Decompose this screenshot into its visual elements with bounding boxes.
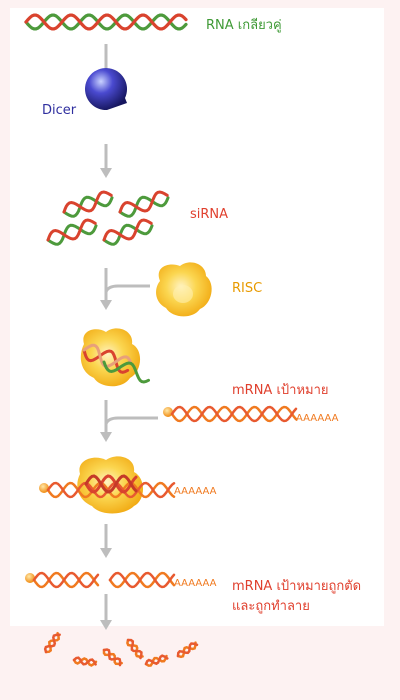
- target-mrna-label: mRNA เป้าหมาย: [232, 383, 329, 398]
- fragment-2: [72, 656, 98, 667]
- target-cap-bead: [163, 407, 173, 417]
- sirna-4: [102, 218, 154, 246]
- poly-a-tail-cleaved: AAAAAA: [174, 578, 217, 589]
- arrow-3-risc-join: [100, 268, 150, 310]
- arrow-2: [100, 144, 112, 178]
- panel: [10, 8, 384, 626]
- fragment-6: [176, 641, 199, 659]
- risc-icon: [156, 262, 212, 317]
- complex-strand-green: [102, 360, 150, 384]
- arrow-5: [100, 524, 112, 558]
- bound-strand: [46, 481, 176, 499]
- dsrna-helix: [24, 13, 188, 31]
- fragment-4: [126, 638, 144, 660]
- risc-sirna-complex: [80, 328, 150, 387]
- dsrna-label: RNA เกลียวคู่: [206, 18, 282, 33]
- cleaved-mrna-strand: [25, 571, 176, 589]
- dicer-label: Dicer: [42, 103, 77, 118]
- cleaved-strand-3prime: [108, 571, 176, 589]
- dsrna-strand-pair: [24, 13, 188, 31]
- target-mrna-strand: [163, 405, 298, 423]
- sirna-label: siRNA: [190, 207, 229, 222]
- sirna-1: [62, 190, 114, 218]
- sirna-2: [118, 190, 170, 218]
- sirna-duplexes: [46, 190, 170, 246]
- cleaved-label-line2: และถูกทำลาย: [232, 599, 310, 614]
- poly-a-tail-bound: AAAAAA: [174, 486, 217, 497]
- fragment-5: [144, 654, 169, 667]
- poly-a-tail-target: AAAAAA: [296, 413, 339, 424]
- dicer-icon: [85, 68, 128, 111]
- bound-sirna: [84, 474, 138, 494]
- sirna-3: [46, 218, 98, 246]
- risc-label: RISC: [232, 281, 263, 296]
- arrow-6: [100, 594, 112, 630]
- cleaved-cap-bead: [25, 573, 35, 583]
- degraded-fragments: [43, 631, 199, 667]
- cleaved-strand-5prime: [32, 571, 100, 589]
- target-strand: [170, 405, 298, 423]
- arrow-4-target-join: [100, 400, 158, 442]
- fragment-3: [102, 648, 123, 667]
- risc-bound-target: [39, 456, 176, 514]
- bound-cap-bead: [39, 483, 49, 493]
- fragment-1: [43, 631, 61, 654]
- cleaved-label-line1: mRNA เป้าหมายถูกตัด: [232, 579, 362, 594]
